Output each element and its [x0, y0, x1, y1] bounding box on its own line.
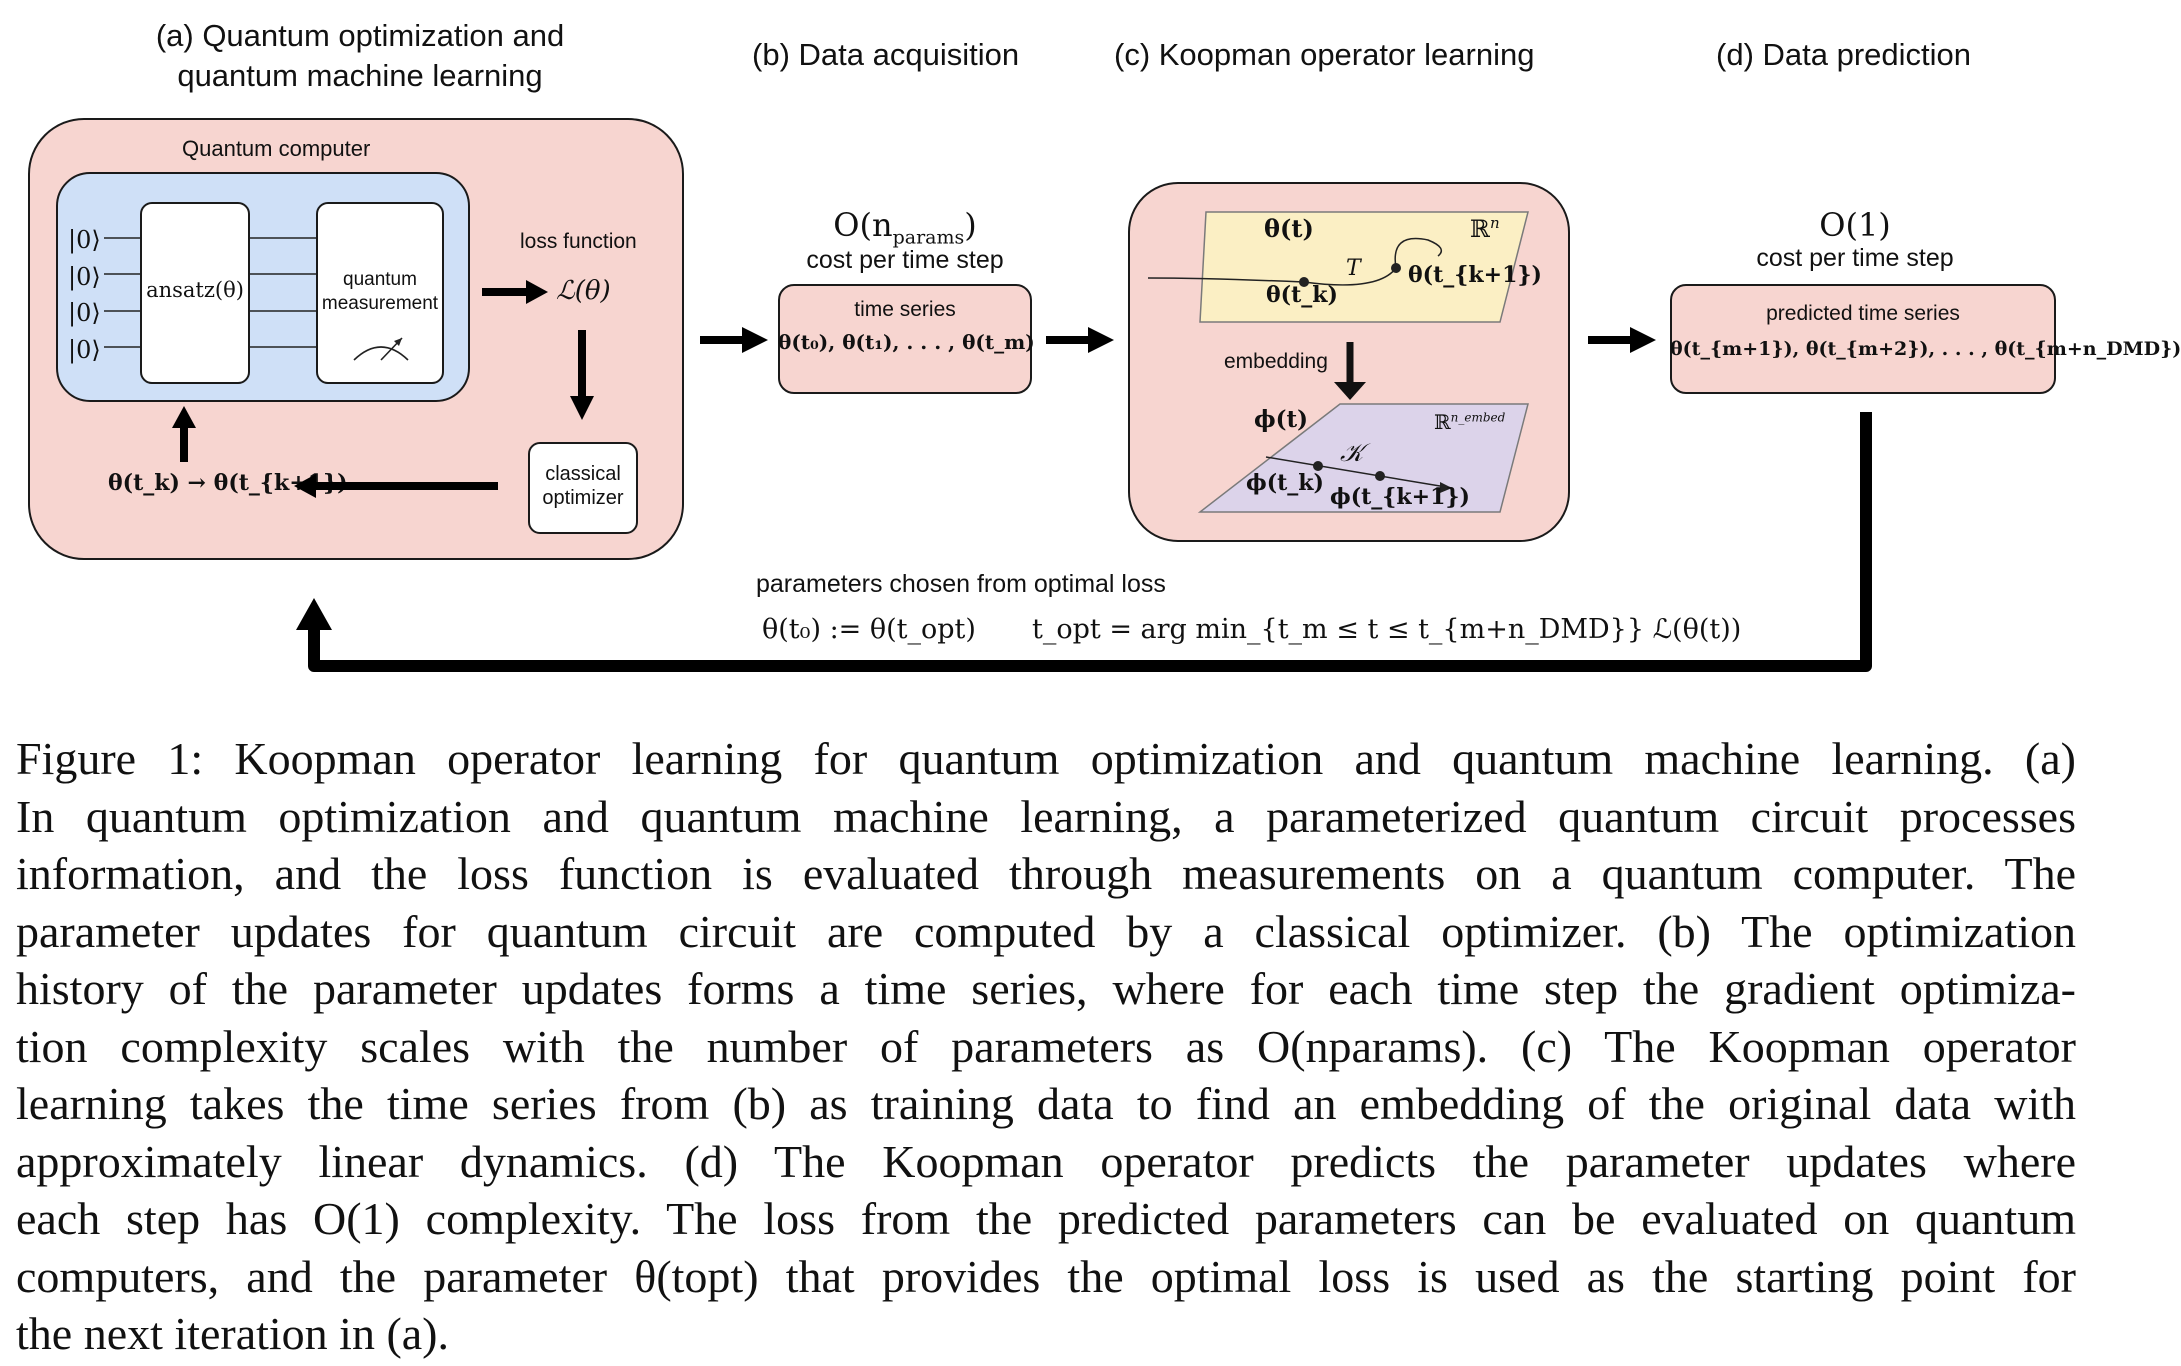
- flow-arrows: [172, 280, 1872, 672]
- caption-line: each step has O(1) complexity. The loss …: [16, 1193, 2076, 1244]
- quantum-computer-label: Quantum computer: [182, 136, 371, 161]
- measurement-label-line1: quantum: [343, 269, 417, 290]
- caption-line: learning takes the time series from (b) …: [16, 1078, 2076, 1129]
- transition-T-label: T: [1346, 256, 1361, 281]
- predicted-series-box: [1670, 284, 2056, 394]
- predicted-series-label: predicted time series: [1766, 302, 1960, 325]
- panel-a-title: (a) Quantum optimization and quantum mac…: [120, 16, 600, 96]
- rn-embed-sup: n_embed: [1450, 410, 1506, 425]
- phi-tk1-label: ϕ(t_{k+1}): [1330, 484, 1470, 510]
- figure-caption: Figure 1: Koopman operator learning for …: [16, 730, 2076, 1363]
- ket-3: |0⟩: [68, 335, 101, 364]
- acquisition-cost-main: O(n: [833, 206, 893, 244]
- caption-line: tion complexity scales with the number o…: [16, 1020, 2076, 1072]
- acquisition-cost-sub: params: [892, 226, 965, 249]
- measurement-label: quantum measurement: [316, 268, 444, 316]
- rn-sup: n: [1489, 214, 1500, 232]
- rn-label: ℝn: [1470, 214, 1500, 243]
- theta-t-label: θ(t): [1264, 214, 1314, 243]
- panel-d-title: (d) Data prediction: [1716, 37, 1972, 72]
- rn-embed-symbol: ℝ: [1434, 410, 1451, 434]
- figure-diagram: (a) Quantum optimization and quantum mac…: [0, 0, 2181, 690]
- caption-line: computers, and the parameter θ(topt) tha…: [16, 1250, 2076, 1302]
- ket-2: |0⟩: [68, 299, 101, 327]
- acquisition-cost: O(nparams): [780, 206, 1030, 248]
- rn-symbol: ℝ: [1470, 215, 1490, 243]
- ket-list: |0⟩ |0⟩ |0⟩ |0⟩: [68, 222, 101, 368]
- ansatz-box: [140, 202, 250, 384]
- panel-a-title-line1: (a) Quantum optimization and: [155, 18, 565, 53]
- optimizer-label-line1: classical: [545, 463, 621, 485]
- caption-line: Figure 1: Koopman operator learning for …: [16, 733, 2076, 784]
- optimizer-label-line2: optimizer: [542, 487, 624, 509]
- measurement-box: [316, 202, 444, 384]
- acquisition-cost-label: cost per time step: [806, 246, 1004, 274]
- meter-icon: [353, 337, 409, 361]
- panel-c-title: (c) Koopman operator learning: [1114, 37, 1535, 72]
- rn-embed-label: ℝn_embed: [1434, 410, 1505, 434]
- theta-tk1-label: θ(t_{k+1}): [1408, 262, 1542, 288]
- theta-tk-label: θ(t_k): [1266, 282, 1338, 308]
- feedback-label: parameters chosen from optimal loss: [756, 570, 1166, 598]
- measurement-label-line2: measurement: [321, 293, 439, 314]
- time-series-label: time series: [854, 298, 956, 321]
- caption-line: information, and the loss function is ev…: [16, 848, 2076, 899]
- embedding-label: embedding: [1224, 350, 1328, 373]
- acquisition-cost-close: ): [964, 206, 977, 244]
- panel-a-title-line2: quantum machine learning: [177, 58, 543, 93]
- prediction-cost: O(1): [1819, 206, 1891, 244]
- ansatz-label: ansatz(θ): [146, 278, 244, 302]
- classical-optimizer-label: classical optimizer: [528, 462, 638, 510]
- caption-line: parameter updates for quantum circuit ar…: [16, 905, 2076, 957]
- ket-0: |0⟩: [68, 226, 101, 254]
- caption-line: approximately linear dynamics. (d) The K…: [16, 1135, 2076, 1187]
- caption-line: history of the parameter updates forms a…: [16, 963, 2076, 1014]
- feedback-formula-left: θ(t₀) := θ(t_opt): [762, 614, 976, 645]
- loss-function-label: loss function: [520, 230, 637, 253]
- caption-line: the next iteration in (a).: [16, 1308, 450, 1359]
- ket-1: |0⟩: [68, 262, 101, 291]
- loss-symbol: ℒ(θ): [556, 276, 611, 306]
- time-series-box: [778, 284, 1032, 394]
- phi-t-label: ϕ(t): [1254, 406, 1309, 433]
- circuit-wires: [104, 237, 316, 348]
- time-series-math: θ(t₀), θ(t₁), . . . , θ(t_m): [778, 330, 1035, 354]
- koopman-diagram: [1147, 211, 1529, 513]
- feedback-formula-right: t_opt = arg min_{t_m ≤ t ≤ t_{m+n_DMD}} …: [1032, 614, 1742, 645]
- phi-tk-label: ϕ(t_k): [1246, 470, 1324, 496]
- koopman-K-label: 𝒦: [1340, 438, 1364, 467]
- classical-optimizer-box: [528, 442, 638, 534]
- prediction-cost-label: cost per time step: [1756, 244, 1954, 272]
- panel-b-title: (b) Data acquisition: [752, 37, 1020, 72]
- caption-line: In quantum optimization and quantum mach…: [16, 790, 2076, 842]
- predicted-series-math: θ(t_{m+1}), θ(t_{m+2}), . . . , θ(t_{m+n…: [1670, 338, 2181, 360]
